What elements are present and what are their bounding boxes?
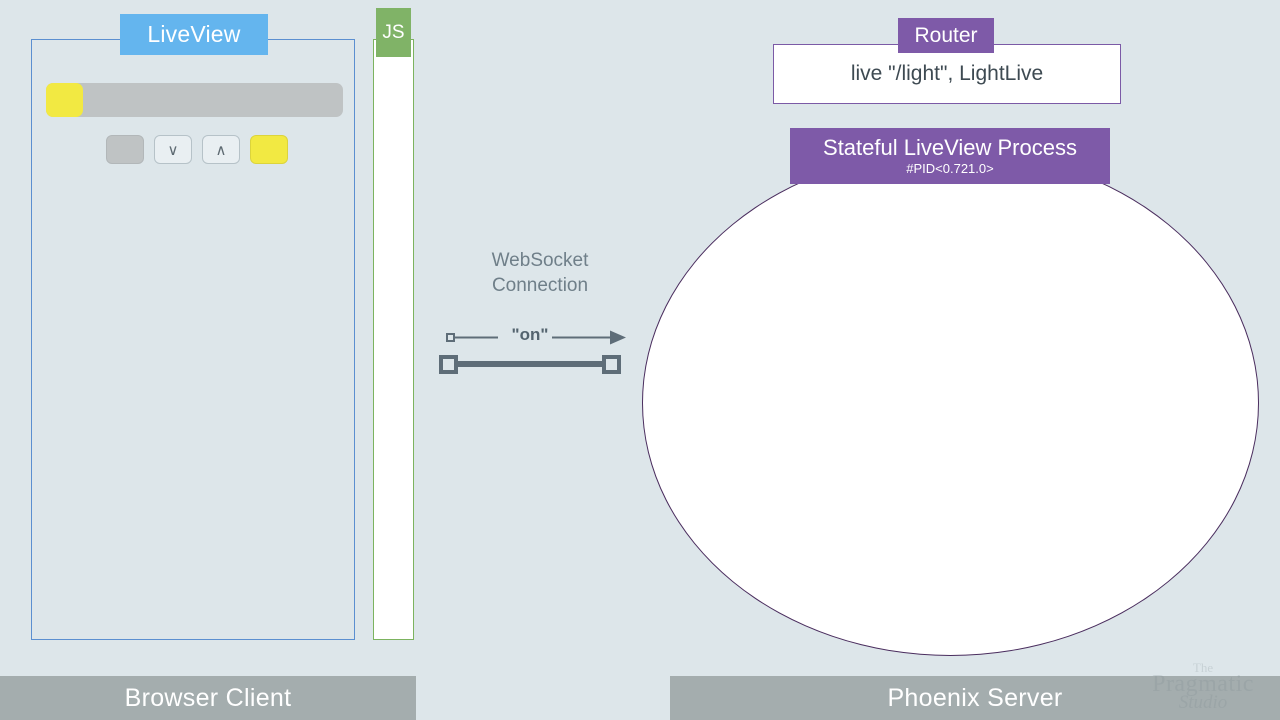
process-title: Stateful LiveView Process [823, 135, 1077, 160]
chevron-up-icon: ∧ [215, 141, 227, 159]
router-tab-label: Router [898, 18, 994, 53]
router-route-text: live "/light", LightLive [850, 62, 1044, 85]
websocket-label-line1: WebSocket [491, 250, 589, 271]
down-button[interactable]: ∨ [154, 135, 192, 164]
websocket-label-line2: Connection [491, 275, 589, 296]
js-tab-label: JS [376, 8, 411, 57]
socket-endpoint-right [602, 355, 621, 374]
process-header: Stateful LiveView Process #PID<0.721.0> [790, 128, 1110, 184]
liveview-process-ellipse: handle_event :brightness, 100 render :br… [642, 150, 1259, 656]
on-button[interactable] [250, 135, 288, 164]
process-pid: #PID<0.721.0> [906, 161, 994, 176]
arrow-tail-square [446, 333, 455, 342]
websocket-connection-label: WebSocket Connection [440, 248, 640, 298]
footer-phoenix-server: Phoenix Server [670, 676, 1280, 720]
chevron-down-icon: ∨ [167, 141, 179, 159]
websocket-event-label: "on" [511, 325, 549, 344]
brightness-meter-track[interactable] [46, 83, 343, 117]
js-channel-column [373, 39, 414, 640]
liveview-panel [31, 39, 355, 640]
brightness-meter-fill [46, 83, 83, 117]
meter-button-row: ∨ ∧ [106, 135, 288, 164]
websocket-arrows [439, 330, 626, 374]
router-box: live "/light", LightLive [773, 44, 1121, 104]
socket-endpoint-left [439, 355, 458, 374]
watermark-the: The [1192, 660, 1214, 675]
arrowhead-icon [610, 330, 626, 345]
liveview-tab-label: LiveView [120, 14, 268, 55]
off-button[interactable] [106, 135, 144, 164]
footer-browser-client: Browser Client [0, 676, 416, 720]
up-button[interactable]: ∧ [202, 135, 240, 164]
